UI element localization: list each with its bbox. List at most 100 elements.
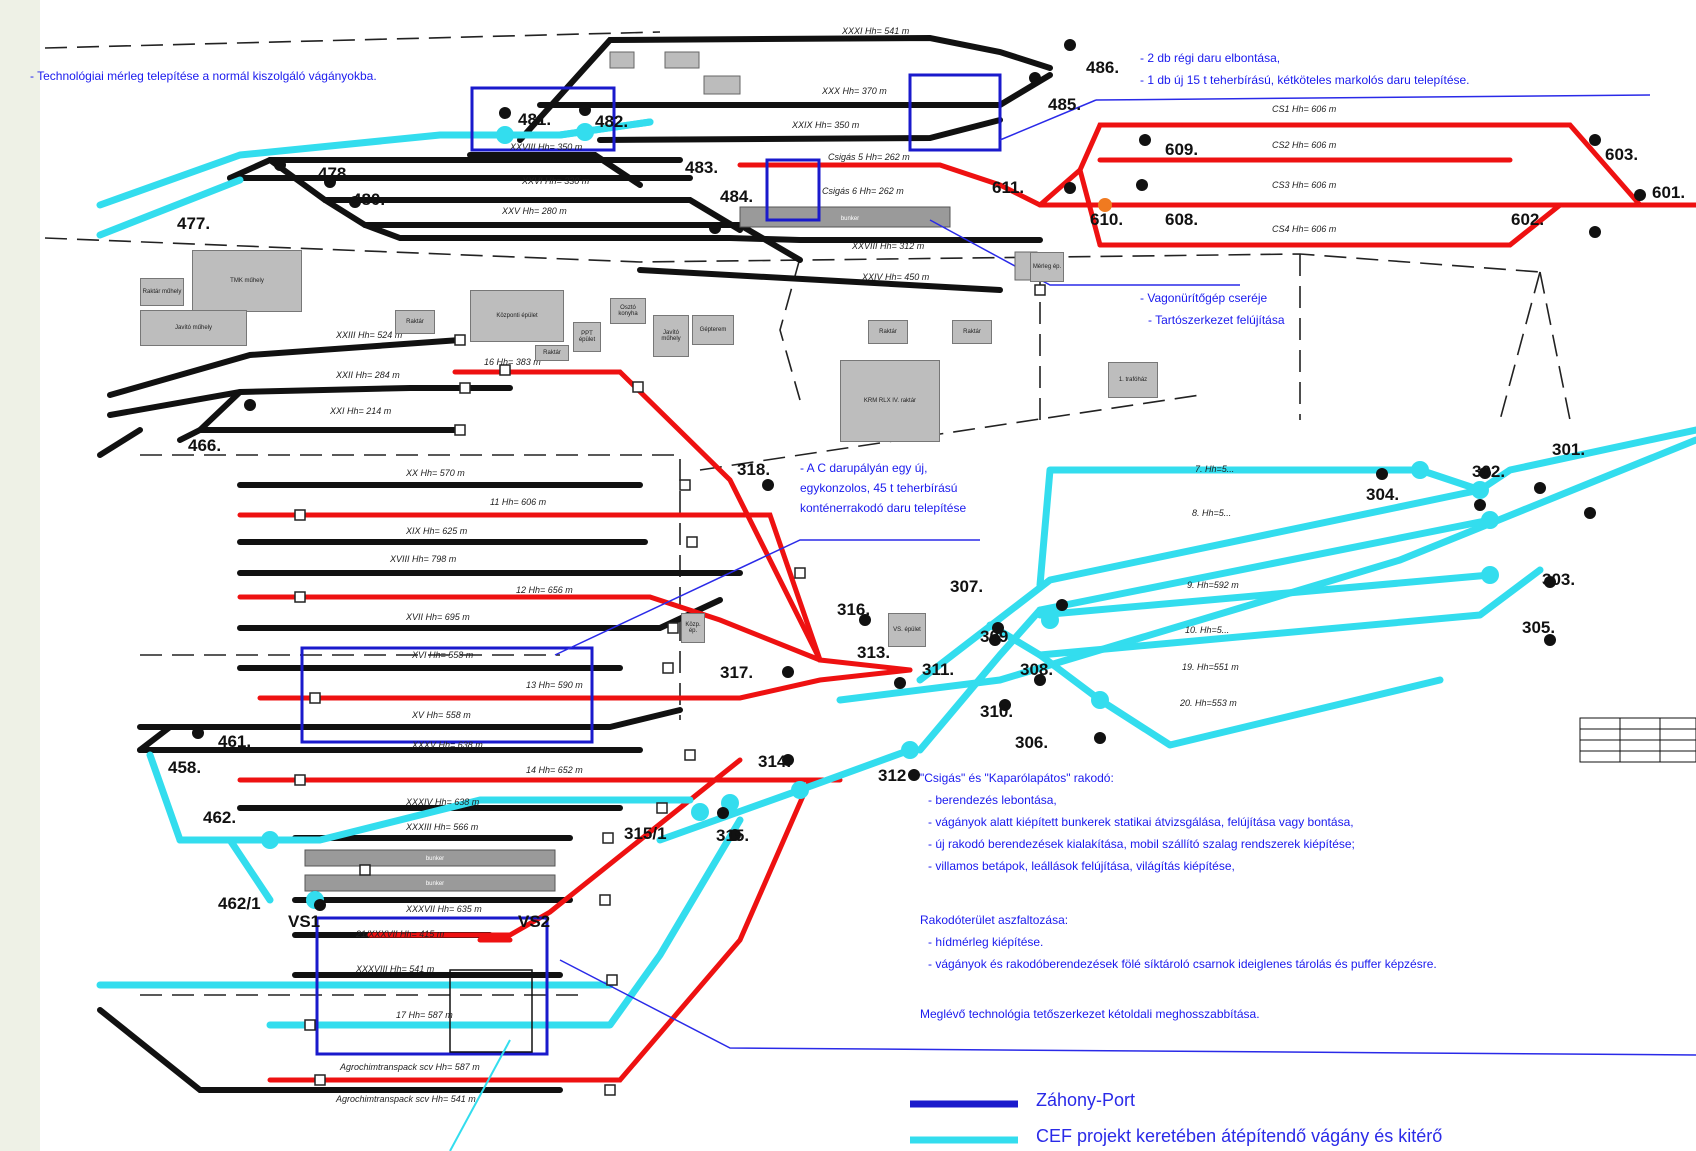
building-raktar-4: Raktár	[395, 310, 435, 334]
building-kozp-ep: Közp. ép.	[681, 613, 705, 643]
switch-316: 316.	[837, 600, 871, 619]
track-xxvi: XXVI Hh= 330 m	[522, 176, 590, 186]
switch-486: 486.	[1086, 58, 1120, 77]
switch-312: 312	[878, 766, 907, 785]
track-xxv: XXV Hh= 280 m	[502, 206, 567, 216]
note-rako-2: - vágányok és rakodóberendezések fölé sí…	[928, 957, 1437, 971]
switch-307: 307.	[950, 577, 984, 596]
switch-466: 466.	[188, 436, 222, 455]
building-raktar-2: Raktár	[868, 320, 908, 344]
track-21: 21/XXXVII Hh= 415 m	[356, 929, 445, 939]
switch-314: 314.	[758, 752, 792, 771]
note-merleg: - Technológiai mérleg telepítése a normá…	[30, 69, 377, 83]
switch-304: 304.	[1366, 485, 1400, 504]
switch-311: 311.	[922, 660, 955, 679]
note-daru-2: - 1 db új 15 t teherbírású, kétköteles m…	[1140, 73, 1470, 87]
note-kontener-3: konténerrakodó daru telepítése	[800, 501, 967, 515]
leader-lines	[449, 94, 1696, 1151]
switch-markers	[192, 39, 1646, 911]
switch-317: 317.	[720, 663, 754, 682]
orange-marker	[1098, 198, 1112, 212]
track-13: 13 Hh= 590 m	[526, 680, 583, 690]
switch-485: 485.	[1048, 95, 1082, 114]
bunker-fills	[304, 206, 951, 892]
track-cs1: CS1 Hh= 606 m	[1272, 104, 1337, 114]
switch-309: 309	[980, 627, 1009, 646]
track-16: 16 Hh= 383 m	[484, 357, 541, 367]
bunker-label-3: bunker	[425, 881, 445, 887]
track-csigas6: Csigás 6 Hh= 262 m	[822, 186, 904, 196]
building-gepterem: Gépterem	[692, 315, 734, 345]
track-xvii: XVII Hh= 695 m	[406, 612, 470, 622]
switch-477: 477.	[177, 214, 211, 233]
track-xxiv: XXIV Hh= 450 m	[862, 272, 930, 282]
switch-611: 611.	[992, 178, 1025, 197]
label-vs1: VS1	[288, 912, 321, 931]
switch-602: 602.	[1511, 210, 1545, 229]
switch-315: 315.	[716, 826, 750, 845]
track-12: 12 Hh= 656 m	[516, 585, 573, 595]
track-20: 20. Hh=553 m	[1180, 698, 1237, 708]
switch-301: 301.	[1552, 440, 1586, 459]
switch-601: 601.	[1652, 183, 1686, 202]
black-tracks	[97, 34, 1053, 1093]
track-xix: XIX Hh= 625 m	[406, 526, 468, 536]
track-19: 19. Hh=551 m	[1182, 662, 1239, 672]
switch-484: 484.	[720, 187, 754, 206]
note-vagon-1: - Vagonürítőgép cseréje	[1140, 291, 1268, 305]
building-merleg: Mérleg ép.	[1030, 252, 1064, 282]
note-csigas-4: - villamos betápok, leállások felújítása…	[928, 859, 1235, 873]
switch-308: 308.	[1020, 660, 1054, 679]
drawing-sheet: - Technológiai mérleg telepítése a normá…	[30, 0, 1696, 1151]
switch-478: 478.	[318, 164, 352, 183]
switch-306: 306.	[1015, 733, 1049, 752]
switch-481: 481.	[518, 110, 552, 129]
switch-482: 482.	[595, 112, 629, 131]
switch-603: 603.	[1605, 145, 1639, 164]
track-14: 14 Hh= 652 m	[526, 765, 583, 775]
building-tmk: TMK műhely	[192, 250, 302, 312]
note-kontener-1: - A C darupályán egy új,	[800, 461, 928, 475]
legend-cef: CEF projekt keretében átépítendő vágány …	[1036, 1126, 1443, 1146]
track-xxii: XXII Hh= 284 m	[336, 370, 400, 380]
building-raktar-1: Raktár	[535, 345, 569, 361]
note-daru-1: - 2 db régi daru elbontása,	[1140, 51, 1281, 65]
track-agro1: Agrochimtranspack scv Hh= 587 m	[340, 1062, 480, 1072]
switch-313: 313.	[857, 643, 891, 662]
building-raktar-muhely: Raktár műhely	[140, 278, 184, 306]
track-xx: XX Hh= 570 m	[406, 468, 465, 478]
building-javito: Javító műhely	[140, 310, 247, 346]
track-7: 7. Hh=5...	[1195, 464, 1235, 474]
switch-310: 310.	[980, 702, 1014, 721]
track-xv: XV Hh= 558 m	[412, 710, 471, 720]
track-xxxiii: XXXIII Hh= 566 m	[406, 822, 479, 832]
track-xxviii: XXVIII Hh= 312 m	[852, 241, 925, 251]
legend-lines	[910, 1100, 1018, 1144]
switch-610: 610.	[1090, 210, 1124, 229]
switch-462: 462.	[203, 808, 237, 827]
track-xxxviii: XXXVIII Hh= 541 m	[356, 964, 435, 974]
note-rako-title: Rakodóterület aszfaltozása:	[920, 913, 1069, 927]
switch-table	[1579, 717, 1696, 763]
track-cs3: CS3 Hh= 606 m	[1272, 180, 1337, 190]
track-11: 11 Hh= 606 m	[490, 497, 547, 507]
red-tracks	[237, 122, 1696, 1083]
track-9: 9. Hh=592 m	[1187, 580, 1239, 590]
note-csigas-title: "Csigás" és "Kaparólapátos" rakodó:	[920, 771, 1114, 785]
track-17: 17 Hh= 587 m	[396, 1010, 453, 1020]
switch-303: 303.	[1542, 570, 1576, 589]
track-csigas5: Csigás 5 Hh= 262 m	[828, 152, 910, 162]
switch-480: 480.	[352, 190, 386, 209]
track-xxviii-top: XXVIII Hh= 350 m	[510, 142, 583, 152]
switch-315-1: 315/1	[624, 824, 667, 843]
track-xxxiv: XXXIV Hh= 638 m	[406, 797, 480, 807]
blue-frames	[300, 73, 1002, 1056]
track-xxxvii: XXXVII Hh= 635 m	[406, 904, 482, 914]
building-kozponti: Központi épület	[470, 290, 564, 342]
building-raktar-3: Raktár	[952, 320, 992, 344]
track-plan	[44, 31, 1696, 1151]
note-rako-1: - hídmérleg kiépítése.	[928, 935, 1044, 949]
switch-483: 483.	[685, 158, 719, 177]
building-ppt: PPT épület	[573, 322, 601, 352]
building-javito-2: Javító műhely	[653, 315, 689, 357]
